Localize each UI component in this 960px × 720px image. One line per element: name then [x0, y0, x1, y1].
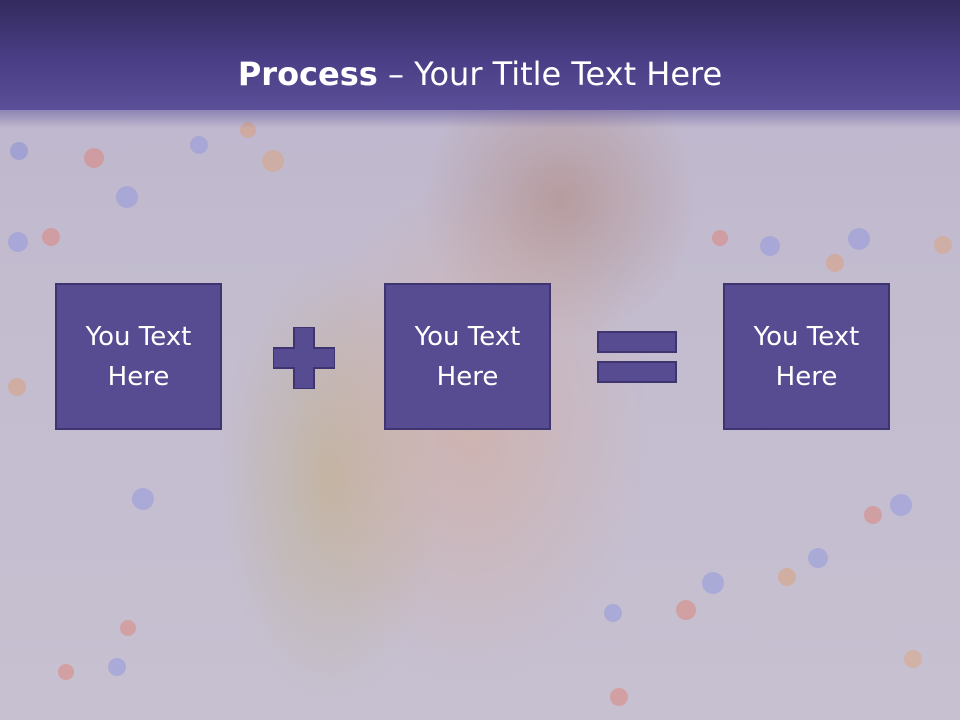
- process-box-3-text: You Text Here: [753, 321, 860, 392]
- title-bar-shadow: [0, 108, 960, 128]
- process-box-2[interactable]: You Text Here: [384, 283, 551, 430]
- equals-icon: [597, 331, 677, 383]
- title-bar: [0, 0, 960, 110]
- process-box-1[interactable]: You Text Here: [55, 283, 222, 430]
- plus-icon: [273, 327, 335, 389]
- title-text: – Your Title Text Here: [377, 55, 723, 93]
- process-box-2-text: You Text Here: [414, 321, 521, 392]
- slide-title: Process – Your Title Text Here: [0, 52, 960, 96]
- title-bold-text: Process: [237, 55, 378, 93]
- process-box-3[interactable]: You Text Here: [723, 283, 890, 430]
- process-box-1-text: You Text Here: [85, 321, 192, 392]
